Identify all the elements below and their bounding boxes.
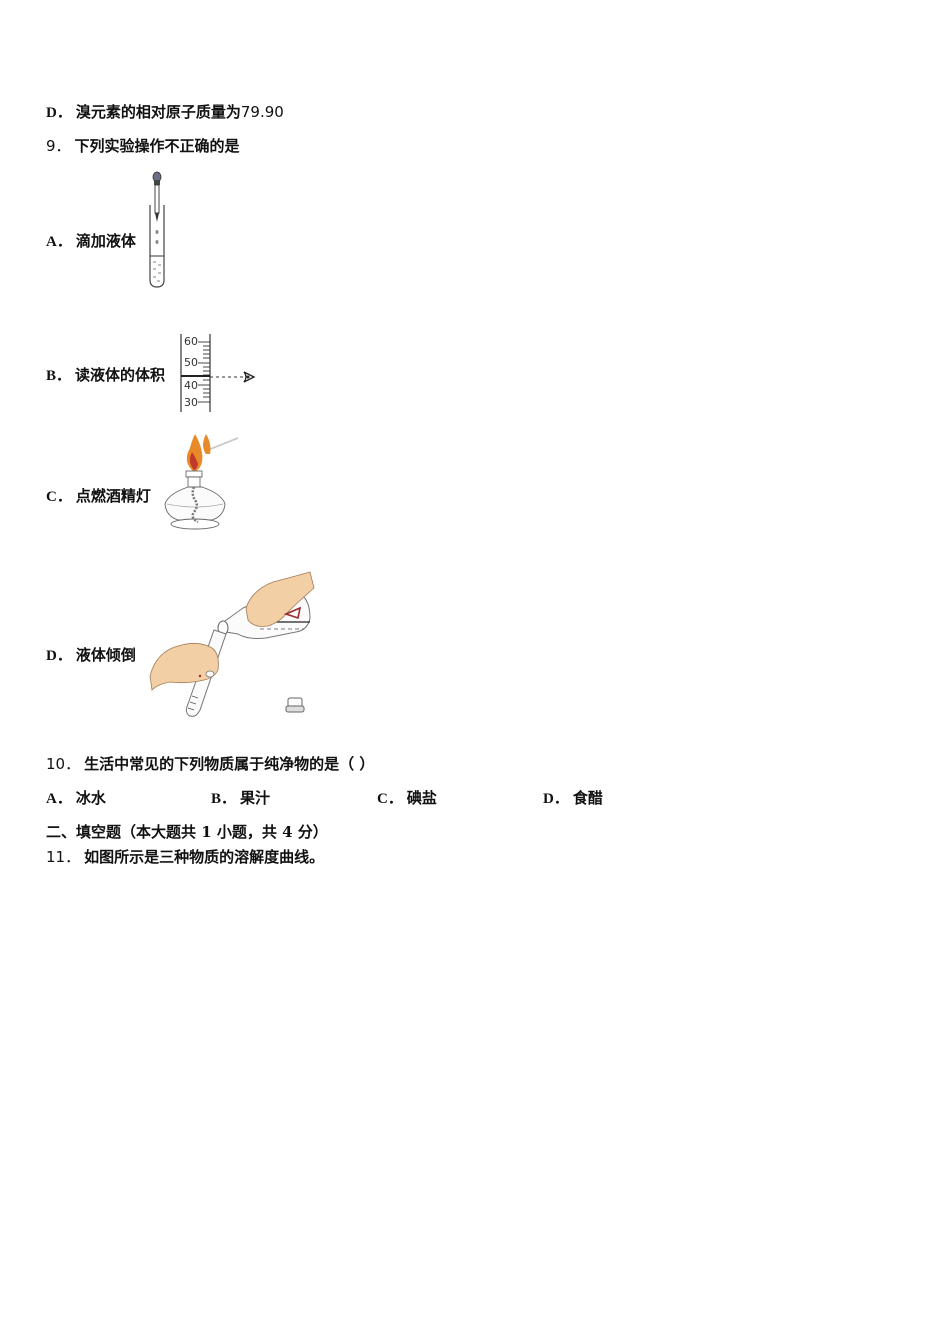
q10-option-a: A．冰水 — [46, 789, 106, 808]
option-letter: D． — [46, 648, 72, 664]
scale-label-60: 60 — [184, 335, 198, 348]
option-letter: D． — [543, 791, 569, 807]
question-text: 生活中常见的下列物质属于纯净物的是（ ） — [84, 755, 375, 773]
question-9-stem: 9．下列实验操作不正确的是 — [46, 137, 240, 155]
q10-option-c: C．碘盐 — [377, 789, 437, 808]
option-letter: C． — [377, 791, 403, 807]
option-text: 读液体的体积 — [75, 366, 166, 384]
dropper-test-tube-icon — [149, 171, 165, 288]
option-text: 碘盐 — [406, 789, 437, 807]
section-2-heading: 二、填空题（本大题共 1 小题，共 4 分） — [46, 823, 328, 841]
scale-label-50: 50 — [184, 356, 198, 369]
prev-question-option-d: D．溴元素的相对原子质量为79.90 — [46, 103, 284, 122]
option-value: 79.90 — [240, 103, 284, 121]
option-letter: B． — [211, 791, 237, 807]
q10-option-b: B．果汁 — [211, 789, 270, 808]
q9-option-a: A．滴加液体 — [46, 232, 136, 251]
question-number: 10． — [46, 755, 81, 773]
option-letter: A． — [46, 234, 72, 250]
scale-label-40: 40 — [184, 379, 198, 392]
alcohol-lamp-icon — [164, 434, 239, 530]
question-11-stem: 11．如图所示是三种物质的溶解度曲线。 — [46, 848, 324, 866]
option-text: 液体倾倒 — [75, 646, 136, 664]
option-letter: B． — [46, 368, 72, 384]
pouring-liquid-icon — [149, 571, 315, 717]
graduated-cylinder-icon: 60 50 40 30 — [180, 334, 256, 412]
scale-label-30: 30 — [184, 396, 198, 409]
question-text: 下列实验操作不正确的是 — [74, 137, 240, 155]
question-number: 11． — [46, 848, 81, 866]
q9-option-d: D．液体倾倒 — [46, 646, 136, 665]
q10-option-d: D．食醋 — [543, 789, 603, 808]
option-letter: D． — [46, 105, 72, 121]
question-text: 如图所示是三种物质的溶解度曲线。 — [84, 848, 325, 866]
option-text: 滴加液体 — [75, 232, 136, 250]
option-letter: A． — [46, 791, 72, 807]
option-letter: C． — [46, 489, 72, 505]
option-text: 点燃酒精灯 — [75, 487, 151, 505]
question-10-stem: 10．生活中常见的下列物质属于纯净物的是（ ） — [46, 755, 374, 773]
option-text: 果汁 — [240, 789, 271, 807]
question-number: 9． — [46, 137, 71, 155]
q9-option-c: C．点燃酒精灯 — [46, 487, 151, 506]
q9-option-b: B．读液体的体积 — [46, 366, 165, 385]
option-text: 食醋 — [572, 789, 603, 807]
option-text: 溴元素的相对原子质量为 — [75, 103, 241, 121]
option-text: 冰水 — [75, 789, 106, 807]
